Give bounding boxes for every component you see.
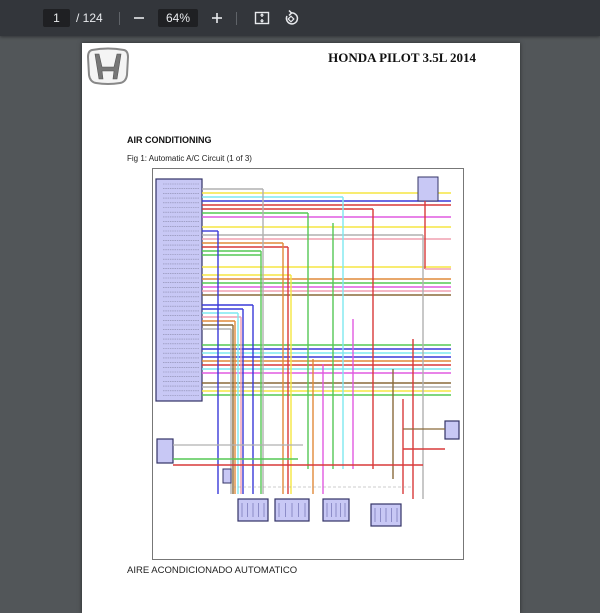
- total-pages: / 124: [76, 11, 103, 25]
- minus-icon: [134, 17, 144, 19]
- toolbar-divider: [119, 12, 120, 25]
- toolbar-divider: [236, 12, 237, 25]
- figure-caption: Fig 1: Automatic A/C Circuit (1 of 3): [127, 154, 252, 163]
- honda-logo-icon: [86, 47, 130, 85]
- climate-control-unit-block: [155, 178, 203, 402]
- blower-relay-block: [417, 176, 439, 202]
- rotate-button[interactable]: [281, 8, 301, 28]
- rotate-icon: [285, 9, 299, 25]
- wiring-diagram-svg: [155, 176, 460, 527]
- zoom-level-input[interactable]: 64%: [158, 9, 198, 27]
- sunlight-sensor-block: [156, 438, 174, 464]
- section-title: AIR CONDITIONING: [127, 135, 212, 145]
- ground-component: [222, 468, 232, 484]
- page-number-input[interactable]: 1: [43, 9, 70, 27]
- pdf-page: HONDA PILOT 3.5L 2014 AIR CONDITIONING F…: [82, 43, 520, 613]
- fit-page-button[interactable]: [252, 8, 272, 28]
- document-title: HONDA PILOT 3.5L 2014: [328, 50, 476, 65]
- wiring-diagram: [152, 168, 464, 560]
- pdf-toolbar: 1 / 124 64%: [0, 0, 600, 36]
- honda-logo: [86, 47, 130, 85]
- temperature-sensor-block: [444, 420, 460, 440]
- footer-caption: AIRE ACONDICIONADO AUTOMATICO: [127, 565, 298, 576]
- zoom-in-button[interactable]: [207, 8, 227, 28]
- fit-page-icon: [254, 11, 270, 25]
- zoom-out-button[interactable]: [129, 8, 149, 28]
- plus-icon: [212, 13, 222, 23]
